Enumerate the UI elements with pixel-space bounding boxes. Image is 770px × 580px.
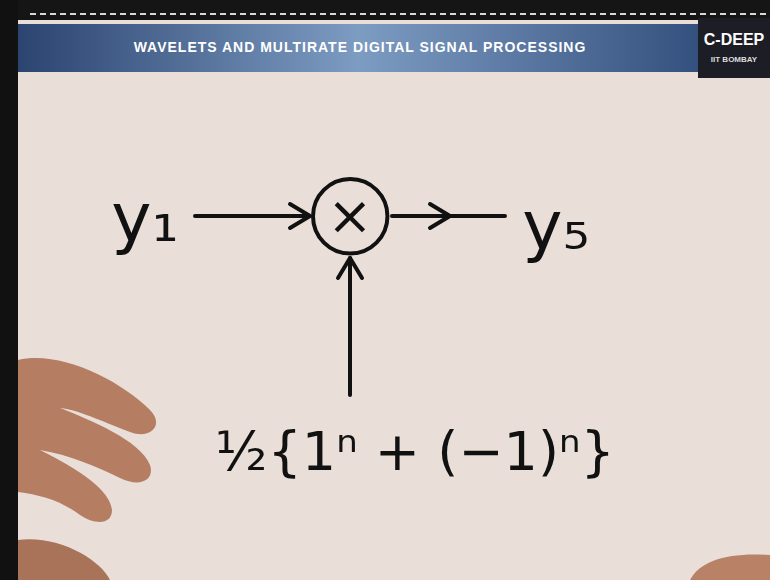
signal-name: y₅: [522, 189, 590, 264]
multiply-sign: ×: [327, 189, 372, 243]
signal-name: y₁: [111, 181, 179, 256]
arrowhead: [290, 204, 310, 228]
top-edge: [0, 0, 770, 20]
logo-box: [698, 18, 770, 78]
modulating-wire: [348, 258, 352, 395]
circle-outline: [313, 179, 387, 253]
hand: [690, 554, 770, 580]
hand: [18, 539, 110, 580]
hand: [18, 358, 156, 522]
logo-subtext: IIT BOMBAY: [711, 56, 757, 65]
dashed-edge: [30, 13, 770, 15]
multiplier-circle: ×: [311, 177, 389, 255]
banner-title: WAVELETS AND MULTIRATE DIGITAL SIGNAL PR…: [134, 40, 587, 55]
modulating-sequence: ½{1ⁿ + (−1)ⁿ}: [215, 422, 615, 481]
logo-text: C-DEEP: [704, 31, 764, 49]
input-wire: [195, 214, 308, 218]
title-banner: [18, 24, 700, 72]
arrowhead: [430, 204, 450, 228]
left-edge: [0, 0, 18, 580]
arrowhead: [338, 258, 362, 278]
